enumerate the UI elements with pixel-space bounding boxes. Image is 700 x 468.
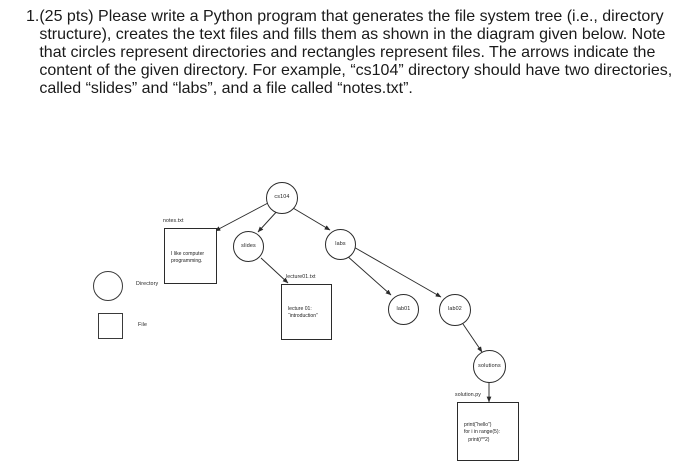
question-number: 1. [26, 8, 40, 25]
node-cs104-label: cs104 [274, 194, 290, 201]
node-labs[interactable]: labs [325, 229, 356, 260]
node-slides[interactable]: slides [233, 231, 264, 262]
file-lecture01[interactable]: lecture 01: “introduction” [281, 284, 332, 340]
node-lab02-label: lab02 [448, 306, 462, 313]
file-notes-caption: notes.txt [163, 218, 184, 224]
node-lab01-label: lab01 [396, 305, 411, 312]
node-lab02[interactable]: lab02 [439, 294, 471, 326]
question-text: (25 pts) Please write a Python program t… [39, 8, 673, 97]
file-solution[interactable]: print(“hello”) for i in range(5): print(… [457, 402, 519, 461]
node-solutions[interactable]: solutions [473, 350, 506, 383]
edge-labs-lab02 [351, 245, 442, 298]
question-block: 1. (25 pts) Please write a Python progra… [26, 8, 674, 98]
file-lecture01-caption: lecture01.txt [286, 274, 316, 280]
file-lecture01-content: lecture 01: “introduction” [288, 306, 318, 320]
file-notes-content: I like computer programming. [171, 251, 205, 265]
legend-directory-label: Directory [136, 281, 159, 287]
node-labs-label: labs [335, 240, 346, 247]
node-slides-label: slides [241, 242, 256, 249]
legend-file-icon [98, 313, 123, 339]
node-solutions-label: solutions [478, 362, 501, 369]
edge-cs104-labs [292, 207, 331, 231]
legend-file-label: File [138, 322, 148, 328]
edge-labs-lab01 [345, 254, 392, 296]
edge-cs104-notes [214, 202, 269, 232]
node-cs104[interactable]: cs104 [266, 182, 298, 214]
file-solution-content: print(“hello”) for i in range(5): print(… [464, 422, 500, 443]
node-lab01[interactable]: lab01 [388, 294, 419, 325]
file-solution-caption: solution.py [455, 392, 481, 398]
legend-directory-icon [93, 271, 123, 301]
edge-lab02-solutions [462, 323, 483, 353]
file-system-tree-diagram: Directory File cs104 slides labs lab01 l… [0, 128, 700, 468]
edge-slides-lecture01 [260, 257, 289, 284]
file-notes[interactable]: I like computer programming. [164, 228, 217, 284]
